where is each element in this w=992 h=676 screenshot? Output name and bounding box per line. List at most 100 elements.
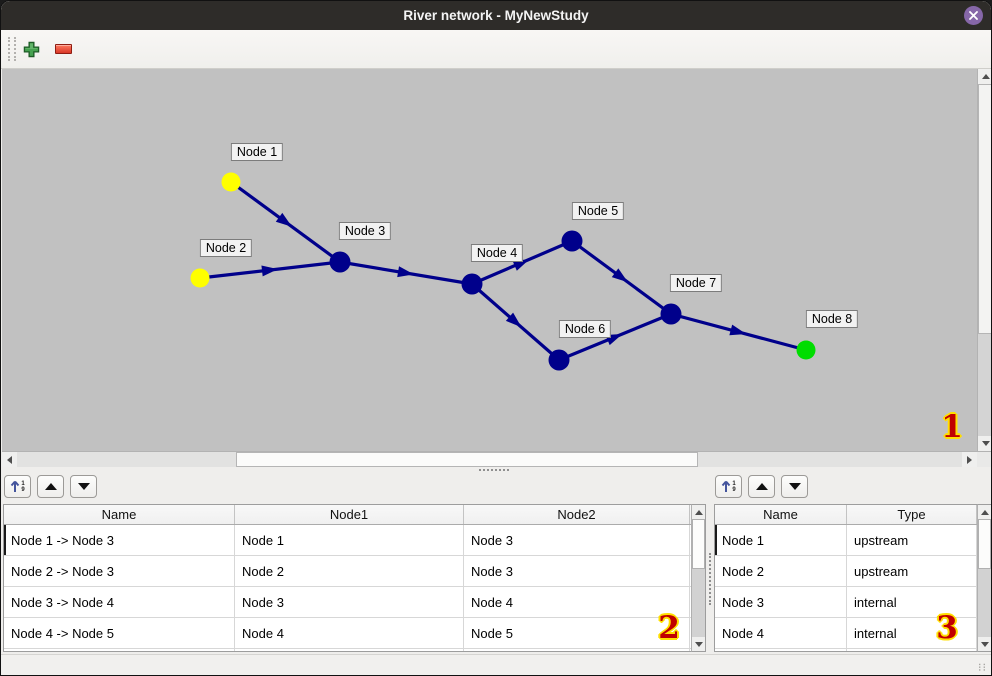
table-cell: Node 4 [235,618,464,648]
table-cell: internal [847,618,977,648]
triangle-left-icon [7,455,12,464]
graph-node-node-3[interactable] [329,251,351,273]
vertical-splitter[interactable] [709,553,711,605]
table-cell: Node 2 -> Node 3 [4,556,235,586]
edge-table-scroll-thumb[interactable] [692,519,705,569]
hscroll-track[interactable] [2,452,977,467]
table-cell: Node 3 [715,587,847,617]
column-header[interactable]: Node2 [464,505,690,524]
move-down-button[interactable] [70,475,97,498]
triangle-down-icon [77,483,90,490]
table-row[interactable] [715,649,991,651]
graph-node-node-7[interactable] [660,303,682,325]
table-row[interactable] [4,649,705,651]
scroll-down-button[interactable] [978,637,991,651]
main-toolbar [1,30,991,69]
table-cell: Node 3 [464,556,690,586]
node-label[interactable]: Node 2 [199,239,253,257]
scroll-up-button[interactable] [692,505,705,519]
node-label[interactable]: Node 1 [230,143,284,161]
add-node-button[interactable] [20,38,42,60]
triangle-down-icon [788,483,801,490]
graph-node-node-6[interactable] [548,349,570,371]
move-up-button[interactable] [37,475,64,498]
triangle-down-icon [981,441,990,446]
table-cell [847,649,977,651]
edge-arrow-icon [261,265,278,277]
graph-node-node-8[interactable] [796,340,816,360]
node-table-scrollbar[interactable] [977,504,991,652]
edge-arrow-icon [397,266,414,278]
node-label[interactable]: Node 3 [338,222,392,240]
scroll-up-button[interactable] [978,505,991,519]
window-title: River network - MyNewStudy [403,8,589,23]
graph-node-node-1[interactable] [221,172,241,192]
scroll-down-button[interactable] [692,637,705,651]
node-label[interactable]: Node 8 [805,310,859,328]
plus-icon [23,41,39,57]
graph-node-node-5[interactable] [561,230,583,252]
toolbar-drag-handle-icon[interactable] [8,37,16,61]
scroll-up-button[interactable] [978,69,991,84]
node-label[interactable]: Node 4 [470,244,524,262]
canvas-vscroll-thumb[interactable] [978,84,991,334]
remove-node-button[interactable] [52,38,74,60]
table-cell: internal [847,587,977,617]
close-button[interactable] [964,6,983,25]
scroll-right-button[interactable] [962,452,977,467]
column-header[interactable]: Name [4,505,235,524]
resize-grip-icon[interactable]: ⁝⁝ [978,662,987,674]
table-cell: Node 5 [464,618,690,648]
network-canvas[interactable]: Node 1 Node 2 Node 3 Node 4 Node 5 Node 6 Node… [2,69,991,451]
triangle-up-icon [44,483,57,490]
column-header[interactable]: Name [715,505,847,524]
move-down-button[interactable] [781,475,808,498]
table-cell: Node 3 -> Node 4 [4,587,235,617]
graph-node-node-2[interactable] [190,268,210,288]
annotation-3: 3 [936,610,958,646]
title-bar[interactable]: River network - MyNewStudy [1,1,991,30]
canvas-hscroll-thumb[interactable] [236,452,698,467]
node-label[interactable]: Node 6 [558,320,612,338]
triangle-right-icon [967,455,972,464]
table-cell: Node 2 [715,556,847,586]
table-cell: Node 4 [464,587,690,617]
column-header[interactable]: Type [847,505,977,524]
column-header[interactable]: Node1 [235,505,464,524]
canvas-vertical-scrollbar[interactable] [977,69,991,451]
scroll-down-button[interactable] [978,436,991,451]
scroll-left-button[interactable] [2,452,17,467]
edge-table-scrollbar[interactable] [691,504,706,652]
table-cell [4,649,235,651]
horizontal-splitter[interactable] [1,467,991,473]
scrollbar-corner [977,452,991,467]
table-cell: Node 3 [464,525,690,555]
graph-node-node-4[interactable] [461,273,483,295]
node-label[interactable]: Node 7 [669,274,723,292]
table-cell: Node 1 -> Node 3 [4,525,235,555]
edge-arrow-icon [512,259,530,271]
move-up-button[interactable] [748,475,775,498]
table-cell: Node 4 [715,618,847,648]
canvas-horizontal-scrollbar[interactable] [2,451,991,467]
node-label[interactable]: Node 5 [571,202,625,220]
edge-arrow-icon [729,324,747,336]
table-cell: Node 1 [235,525,464,555]
node-table-scroll-thumb[interactable] [978,519,991,569]
